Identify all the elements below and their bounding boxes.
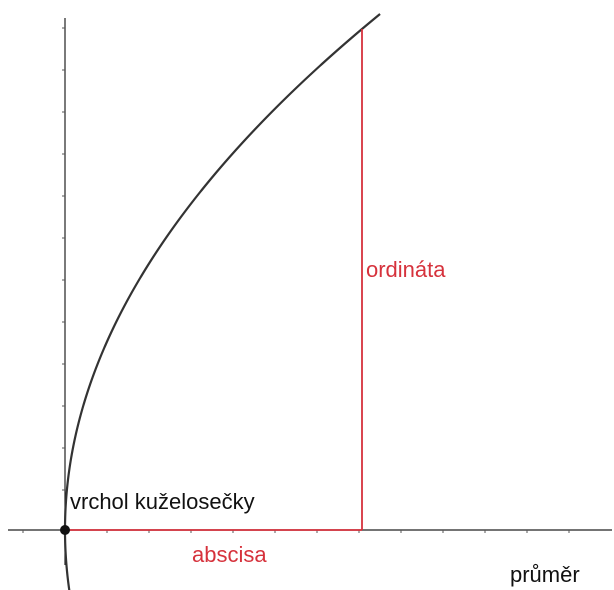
abscissa-label: abscisa [192,542,267,567]
vertical-axis-ticks [62,27,65,491]
vertex-label: vrchol kuželosečky [70,489,255,514]
ordinate-label: ordináta [366,257,446,282]
vertex-point [60,525,70,535]
diameter-label: průměr [510,562,580,587]
parabola-curve [63,13,381,590]
